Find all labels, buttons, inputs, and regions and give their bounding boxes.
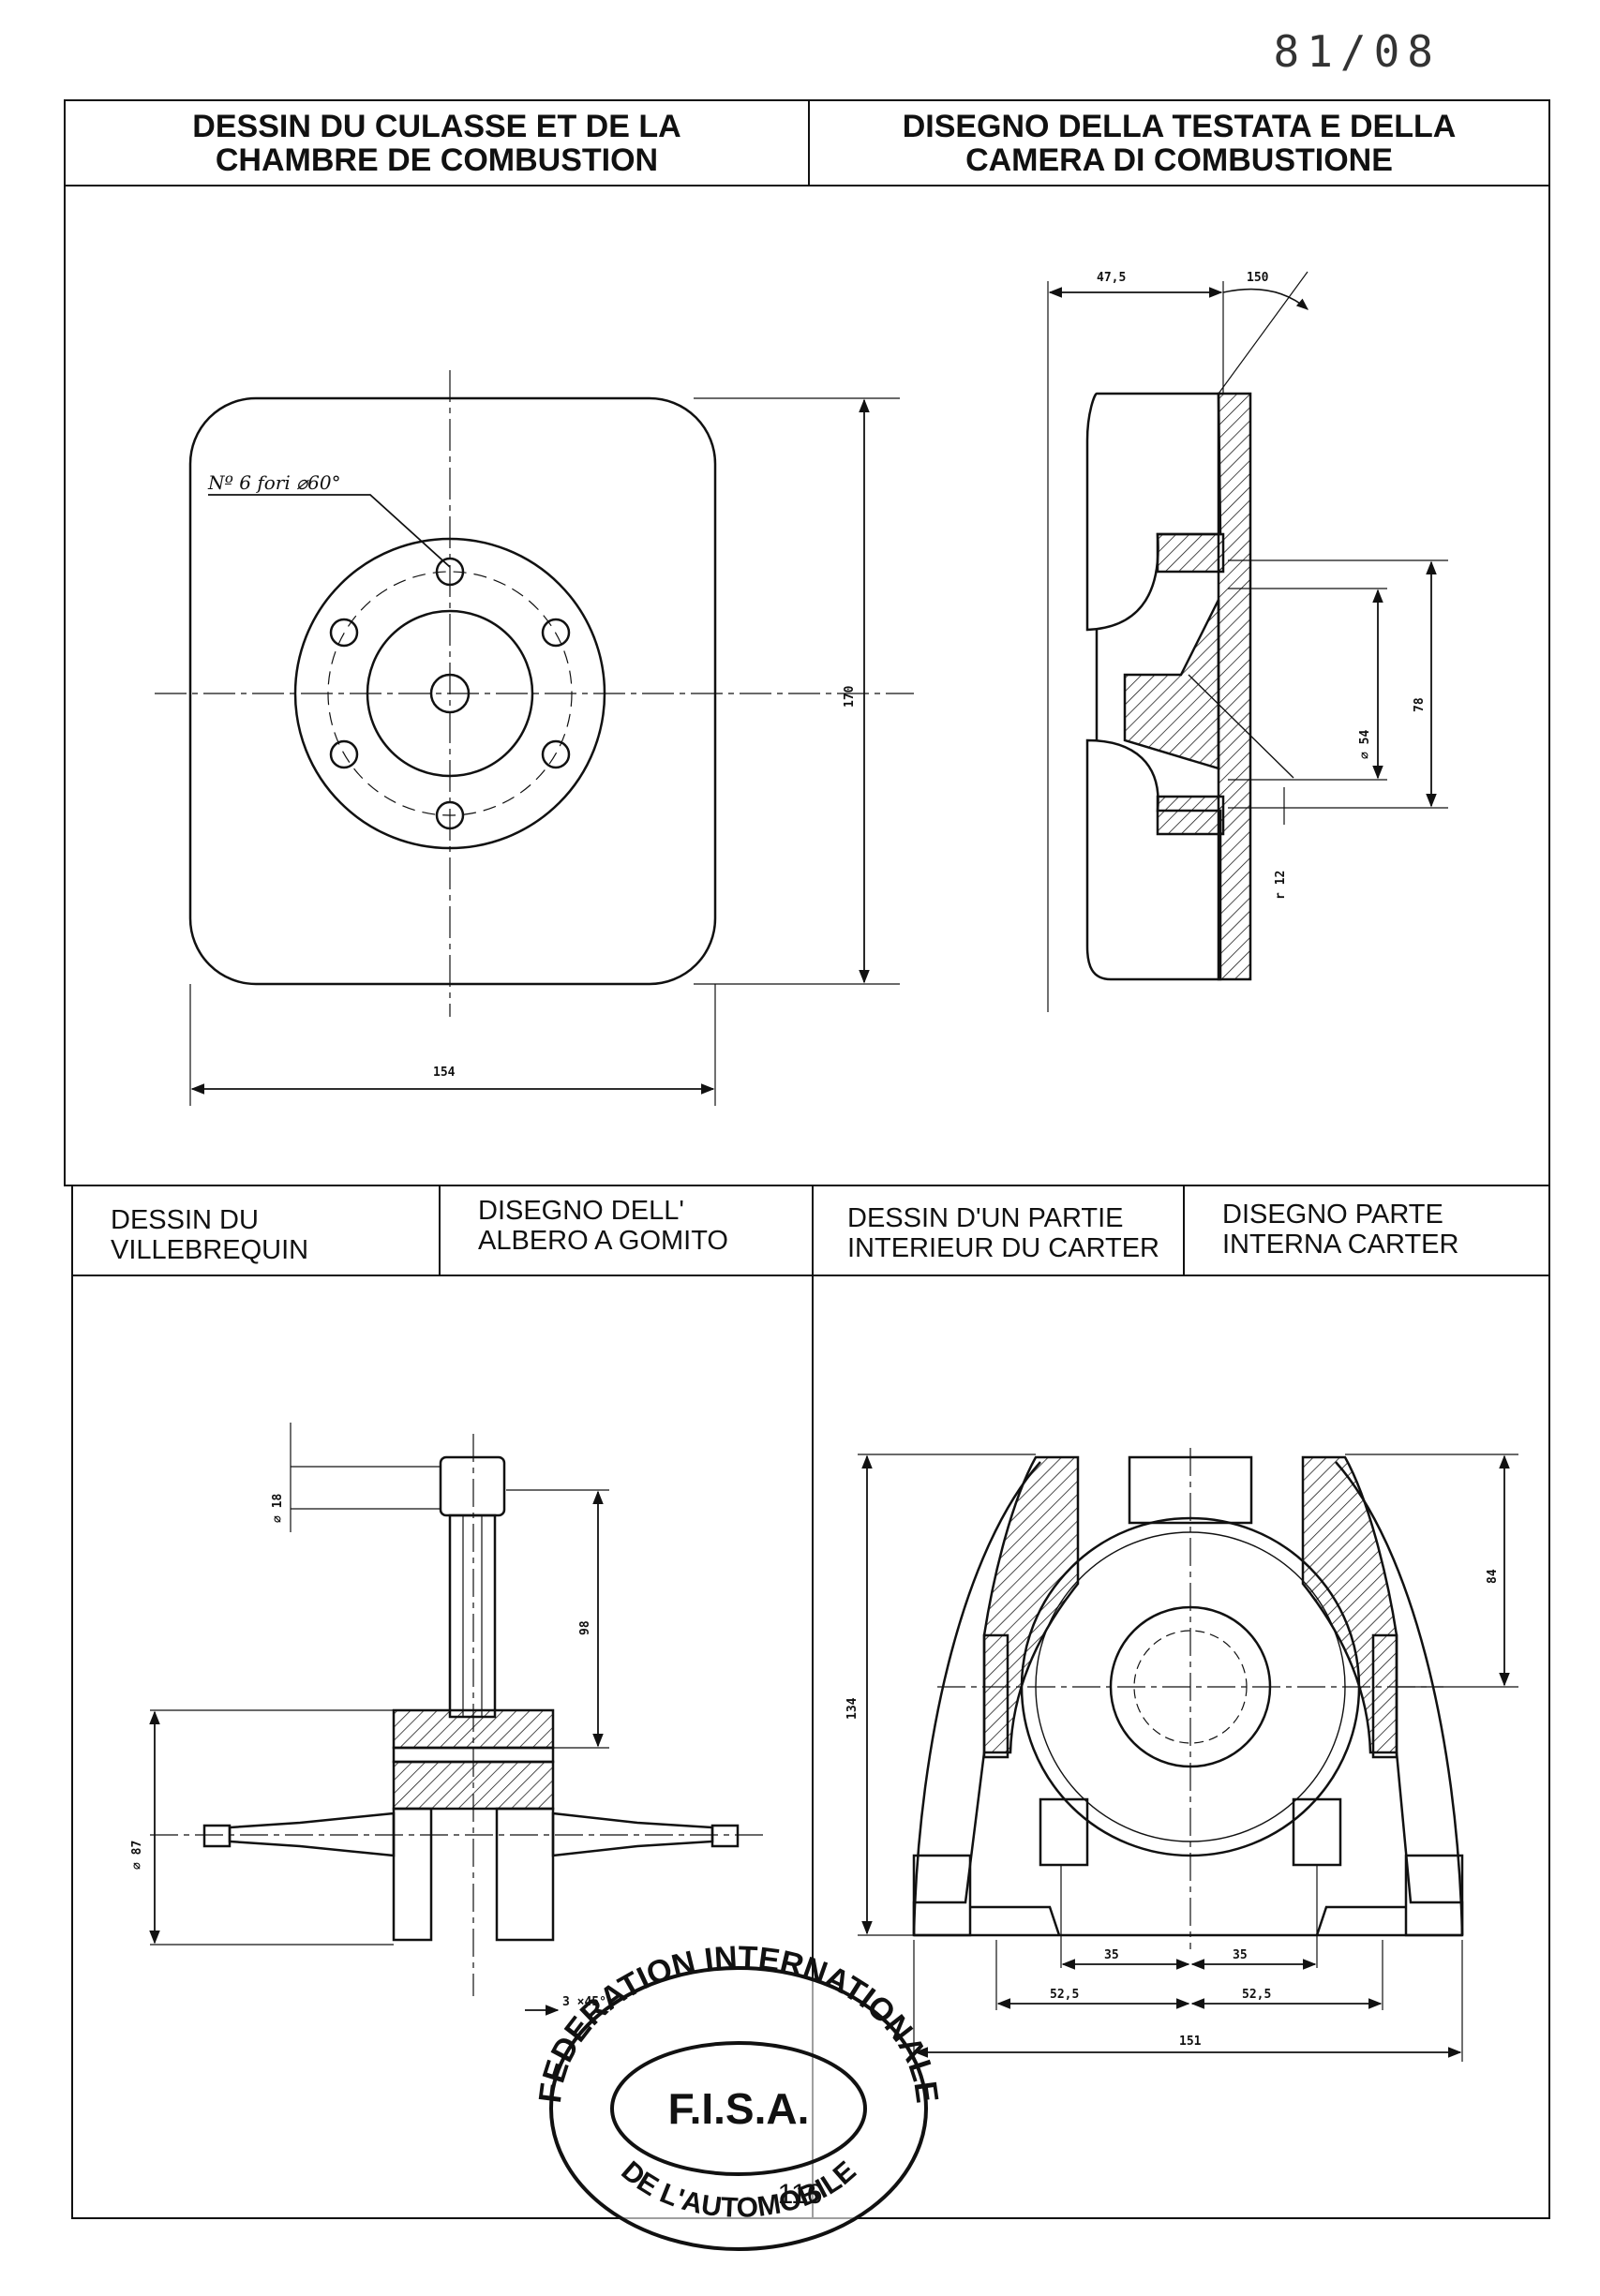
head-section-height: 78 <box>1413 697 1427 712</box>
head-section-depth: 47,5 <box>1097 271 1126 285</box>
carter-upper-height: 84 <box>1486 1569 1500 1584</box>
crankshaft-drawing <box>149 1423 764 2016</box>
carter-dim-35-left: 35 <box>1104 1948 1119 1962</box>
crankshaft-title-french: DESSIN DU VILLEBREQUIN <box>111 1205 309 1265</box>
head-plan-note: Nº 6 fori ⌀60° <box>207 471 341 494</box>
carter-title-french: DESSIN D'UN PARTIE INTERIEUR DU CARTER <box>847 1203 1159 1263</box>
top-header-split <box>808 99 810 186</box>
carter-drawing <box>858 1448 1518 2062</box>
crankshaft-rod-length: 98 <box>578 1620 592 1635</box>
head-section-radius: r 12 <box>1274 871 1288 900</box>
head-section-diameter: ⌀ 54 <box>1358 730 1372 759</box>
carter-dim-52-left: 52,5 <box>1050 1988 1079 2002</box>
carter-dim-35-right: 35 <box>1233 1948 1248 1962</box>
crankshaft-pin-diameter: ⌀ 18 <box>271 1494 285 1523</box>
bottom-split-right <box>1183 1185 1185 1275</box>
head-title-italian: DISEGNO DELLA TESTATA E DELLA CAMERA DI … <box>902 108 1457 178</box>
stamp-center: F.I.S.A. <box>668 2084 810 2133</box>
crankshaft-title-italian: DISEGNO DELL' ALBERO A GOMITO <box>478 1196 728 1256</box>
page-number: 116 <box>777 2179 823 2210</box>
carter-title-italian: DISEGNO PARTE INTERNA CARTER <box>1222 1200 1459 1260</box>
document-number: 81/08 <box>1273 26 1441 77</box>
head-title-french: DESSIN DU CULASSE ET DE LA CHAMBRE DE CO… <box>192 108 681 178</box>
top-header-divider <box>64 185 1550 186</box>
carter-dim-52-right: 52,5 <box>1242 1988 1271 2002</box>
crankshaft-chamfer: 3 ×45° <box>562 1995 606 2009</box>
bottom-split-center <box>812 1185 814 2219</box>
head-plan-width: 154 <box>433 1066 456 1080</box>
carter-total-height: 134 <box>845 1697 860 1720</box>
head-section-angle: 150 <box>1247 271 1269 285</box>
carter-total-width: 151 <box>1179 2035 1202 2049</box>
bottom-header-divider <box>71 1275 1550 1276</box>
head-plan-drawing <box>155 370 914 1106</box>
head-plan-height: 170 <box>843 685 857 708</box>
bottom-split-left <box>439 1185 441 1275</box>
head-section-drawing <box>1047 271 1448 1012</box>
crankshaft-diameter: ⌀ 87 <box>130 1841 144 1870</box>
